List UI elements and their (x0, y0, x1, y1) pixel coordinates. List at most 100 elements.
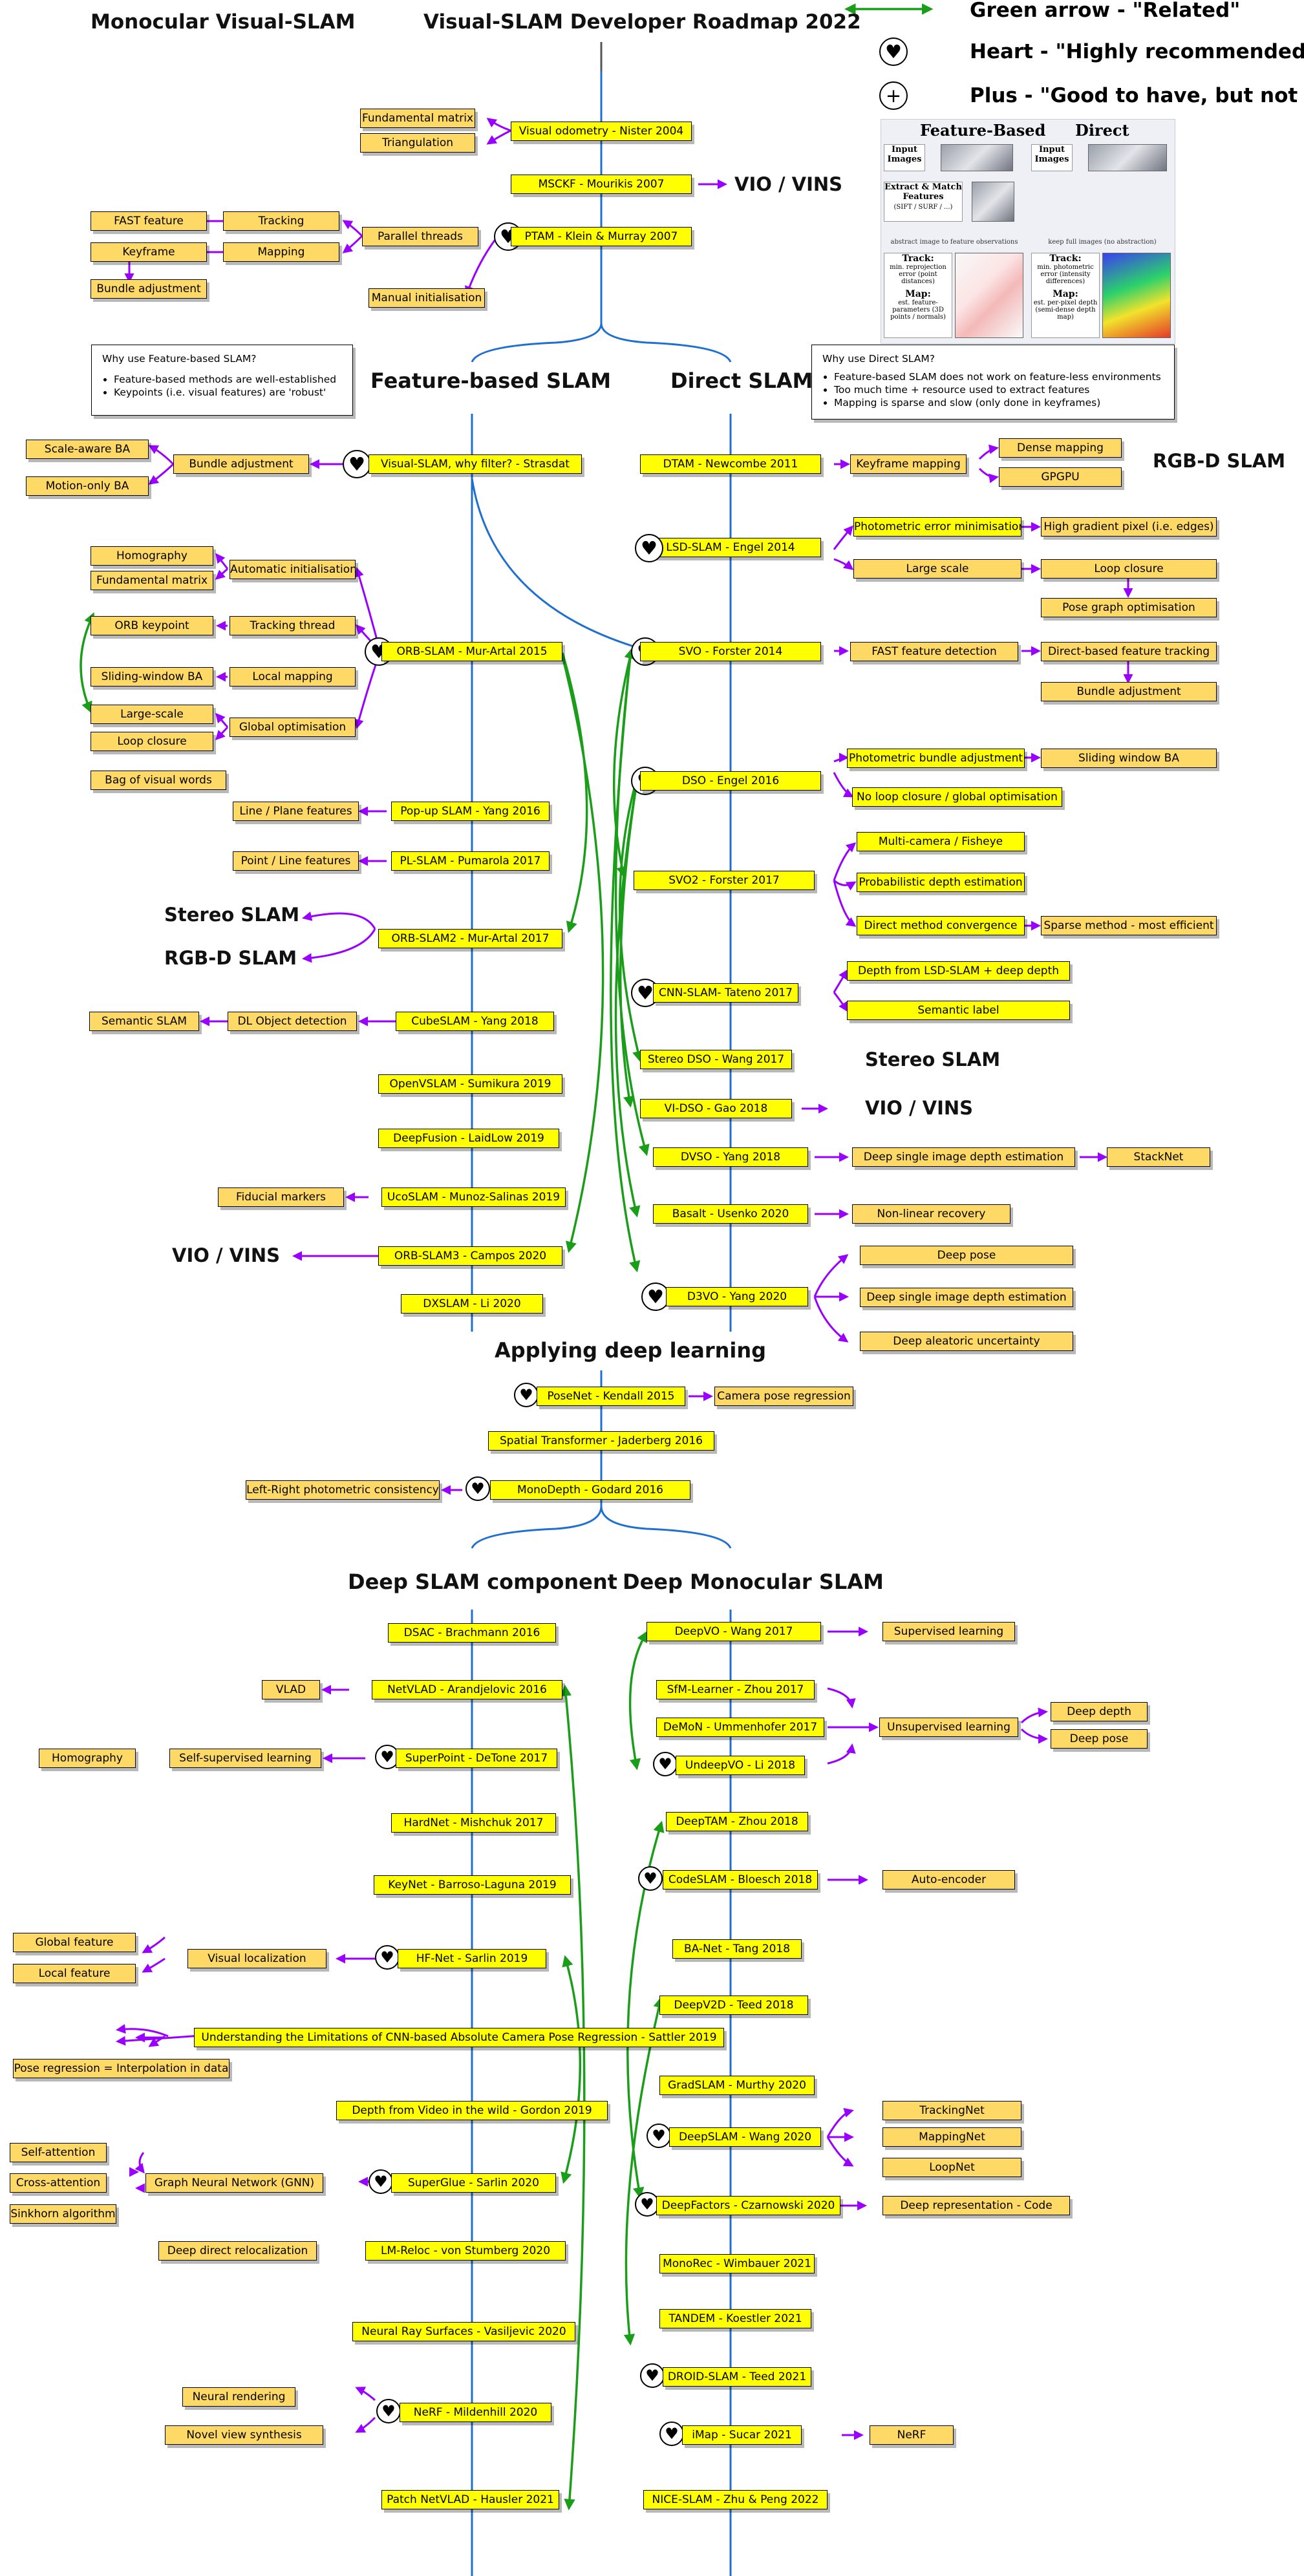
node-direct-method-convergence[interactable]: Direct method convergence (857, 916, 1025, 935)
node-gradslam[interactable]: GradSLAM - Murthy 2020 (659, 2076, 815, 2095)
node-lsd-slam[interactable]: LSD-SLAM - Engel 2014 (640, 538, 821, 557)
node-dvso[interactable]: DVSO - Yang 2018 (653, 1147, 808, 1167)
node-sliding-window-ba-2[interactable]: Sliding window BA (1041, 749, 1217, 768)
node-netvlad[interactable]: NetVLAD - Arandjelovic 2016 (372, 1680, 562, 1699)
node-photometric-error-minimisation[interactable]: Photometric error minimisation (853, 517, 1021, 537)
node-line-plane-features[interactable]: Line / Plane features (233, 802, 359, 821)
node-manual-initialisation[interactable]: Manual initialisation (369, 288, 485, 308)
node-homography-2[interactable]: Homography (39, 1749, 136, 1768)
node-orb-keypoint[interactable]: ORB keypoint (91, 616, 213, 635)
node-dtam[interactable]: DTAM - Newcombe 2011 (640, 454, 821, 474)
node-fundamental-matrix-2[interactable]: Fundamental matrix (91, 571, 213, 590)
node-mappingnet[interactable]: MappingNet (882, 2127, 1021, 2147)
node-supervised-learning[interactable]: Supervised learning (882, 1622, 1015, 1641)
node-monodepth[interactable]: MonoDepth - Godard 2016 (490, 1480, 690, 1500)
node-nerf-2[interactable]: NeRF (870, 2425, 954, 2445)
node-photometric-bundle-adjustment[interactable]: Photometric bundle adjustment (847, 749, 1025, 768)
node-dso[interactable]: DSO - Engel 2016 (640, 771, 821, 791)
node-deep-pose-1[interactable]: Deep pose (860, 1246, 1073, 1265)
node-bundle-adjustment-1[interactable]: Bundle adjustment (91, 279, 207, 299)
node-vlad[interactable]: VLAD (262, 1680, 320, 1699)
node-patch-netvlad[interactable]: Patch NetVLAD - Hausler 2021 (381, 2490, 559, 2509)
node-dense-mapping[interactable]: Dense mapping (999, 438, 1122, 458)
node-gpgpu[interactable]: GPGPU (999, 467, 1122, 487)
node-deepslam[interactable]: DeepSLAM - Wang 2020 (669, 2127, 821, 2147)
node-d3vo[interactable]: D3VO - Yang 2020 (666, 1287, 808, 1306)
node-svo[interactable]: SVO - Forster 2014 (640, 642, 821, 661)
node-auto-encoder[interactable]: Auto-encoder (882, 1870, 1015, 1889)
node-dl-object-detection[interactable]: DL Object detection (228, 1012, 357, 1031)
node-dsac[interactable]: DSAC - Brachmann 2016 (388, 1623, 556, 1643)
node-mapping[interactable]: Mapping (223, 242, 339, 262)
node-pl-slam[interactable]: PL-SLAM - Pumarola 2017 (391, 851, 550, 871)
node-multi-camera-fisheye[interactable]: Multi-camera / Fisheye (857, 832, 1025, 851)
node-orb-slam3[interactable]: ORB-SLAM3 - Campos 2020 (378, 1246, 562, 1266)
node-fiducial-markers[interactable]: Fiducial markers (218, 1187, 344, 1207)
node-hf-net[interactable]: HF-Net - Sarlin 2019 (398, 1949, 546, 1968)
node-deep-pose-2[interactable]: Deep pose (1051, 1729, 1148, 1749)
node-depth-from-lsd-slam[interactable]: Depth from LSD-SLAM + deep depth (847, 961, 1070, 981)
node-spatial-transformer[interactable]: Spatial Transformer - Jaderberg 2016 (488, 1431, 714, 1451)
node-sliding-window-ba[interactable]: Sliding-window BA (91, 667, 213, 687)
node-openvslam[interactable]: OpenVSLAM - Sumikura 2019 (378, 1074, 562, 1094)
node-depth-from-video-wild[interactable]: Depth from Video in the wild - Gordon 20… (336, 2101, 608, 2120)
node-fast-feature-1[interactable]: FAST feature (91, 211, 207, 231)
node-popup-slam[interactable]: Pop-up SLAM - Yang 2016 (391, 802, 550, 821)
node-deep-aleatoric-uncertainty[interactable]: Deep aleatoric uncertainty (860, 1332, 1073, 1351)
node-point-line-features[interactable]: Point / Line features (233, 851, 359, 871)
node-sparse-method-most-efficient[interactable]: Sparse method - most efficient (1041, 916, 1217, 935)
node-self-supervised-learning[interactable]: Self-supervised learning (169, 1749, 321, 1768)
node-visual-odometry[interactable]: Visual odometry - Nister 2004 (511, 122, 692, 141)
node-loopnet[interactable]: LoopNet (882, 2158, 1021, 2177)
node-stereo-dso[interactable]: Stereo DSO - Wang 2017 (640, 1050, 792, 1069)
node-semantic-slam[interactable]: Semantic SLAM (89, 1012, 199, 1031)
node-msckf[interactable]: MSCKF - Mourikis 2007 (511, 175, 692, 194)
node-fundamental-matrix-1[interactable]: Fundamental matrix (360, 109, 475, 128)
node-deepv2d[interactable]: DeepV2D - Teed 2018 (659, 1996, 808, 2015)
node-left-right-photometric[interactable]: Left-Right photometric consistency (246, 1480, 440, 1500)
node-loop-closure-1[interactable]: Loop closure (91, 732, 213, 751)
node-ptam[interactable]: PTAM - Klein & Murray 2007 (511, 227, 692, 246)
node-neural-rendering[interactable]: Neural rendering (182, 2387, 295, 2407)
node-deeptam[interactable]: DeepTAM - Zhou 2018 (666, 1812, 808, 1831)
node-semantic-label[interactable]: Semantic label (847, 1001, 1070, 1020)
node-pose-graph-optimisation[interactable]: Pose graph optimisation (1041, 598, 1217, 617)
node-undeepvo[interactable]: UndeepVO - Li 2018 (676, 1756, 805, 1775)
node-deepvo[interactable]: DeepVO - Wang 2017 (647, 1622, 821, 1641)
node-imap[interactable]: iMap - Sucar 2021 (682, 2425, 802, 2445)
node-deep-representation-code[interactable]: Deep representation - Code (882, 2196, 1070, 2215)
node-keyframe-mapping[interactable]: Keyframe mapping (850, 454, 967, 474)
node-self-attention[interactable]: Self-attention (10, 2143, 107, 2162)
node-tandem[interactable]: TANDEM - Koestler 2021 (659, 2309, 811, 2328)
node-visual-slam-why-filter[interactable]: Visual-SLAM, why filter? - Strasdat (369, 454, 582, 474)
node-stacknet[interactable]: StackNet (1107, 1147, 1210, 1167)
node-bag-of-visual-words[interactable]: Bag of visual words (91, 771, 226, 790)
node-vi-dso[interactable]: VI-DSO - Gao 2018 (640, 1099, 792, 1118)
node-deep-direct-relocalization[interactable]: Deep direct relocalization (158, 2241, 317, 2261)
node-local-mapping[interactable]: Local mapping (230, 667, 356, 687)
node-camera-pose-regression[interactable]: Camera pose regression (714, 1387, 853, 1406)
node-superpoint[interactable]: SuperPoint - DeTone 2017 (396, 1749, 557, 1768)
node-global-feature[interactable]: Global feature (13, 1933, 136, 1952)
node-large-scale-1[interactable]: Large-scale (91, 705, 213, 724)
node-novel-view-synthesis[interactable]: Novel view synthesis (165, 2425, 323, 2445)
node-neural-ray-surfaces[interactable]: Neural Ray Surfaces - Vasiljevic 2020 (352, 2322, 575, 2341)
node-ucoslam[interactable]: UcoSLAM - Munoz-Salinas 2019 (381, 1187, 566, 1207)
node-large-scale-2[interactable]: Large scale (853, 559, 1021, 579)
node-monorec[interactable]: MonoRec - Wimbauer 2021 (659, 2254, 815, 2273)
node-svo2[interactable]: SVO2 - Forster 2017 (634, 871, 815, 890)
node-understanding-limitations[interactable]: Understanding the Limitations of CNN-bas… (194, 2028, 724, 2047)
node-orb-slam[interactable]: ORB-SLAM - Mur-Artal 2015 (381, 642, 562, 661)
node-unsupervised-learning[interactable]: Unsupervised learning (879, 1718, 1018, 1737)
node-deep-single-image-depth-1[interactable]: Deep single image depth estimation (852, 1147, 1075, 1167)
node-scale-aware-ba[interactable]: Scale-aware BA (26, 440, 149, 459)
node-cnn-slam[interactable]: CNN-SLAM- Tateno 2017 (653, 983, 798, 1003)
node-lm-reloc[interactable]: LM-Reloc - von Stumberg 2020 (365, 2241, 566, 2261)
node-direct-based-feature-tracking[interactable]: Direct-based feature tracking (1041, 642, 1217, 661)
node-visual-localization[interactable]: Visual localization (187, 1949, 326, 1968)
node-posenet[interactable]: PoseNet - Kendall 2015 (537, 1387, 685, 1406)
node-keynet[interactable]: KeyNet - Barroso-Laguna 2019 (374, 1875, 571, 1895)
node-motion-only-ba[interactable]: Motion-only BA (26, 476, 149, 496)
node-deepfactors[interactable]: DeepFactors - Czarnowski 2020 (656, 2196, 840, 2215)
node-bundle-adjustment-2[interactable]: Bundle adjustment (173, 454, 309, 474)
